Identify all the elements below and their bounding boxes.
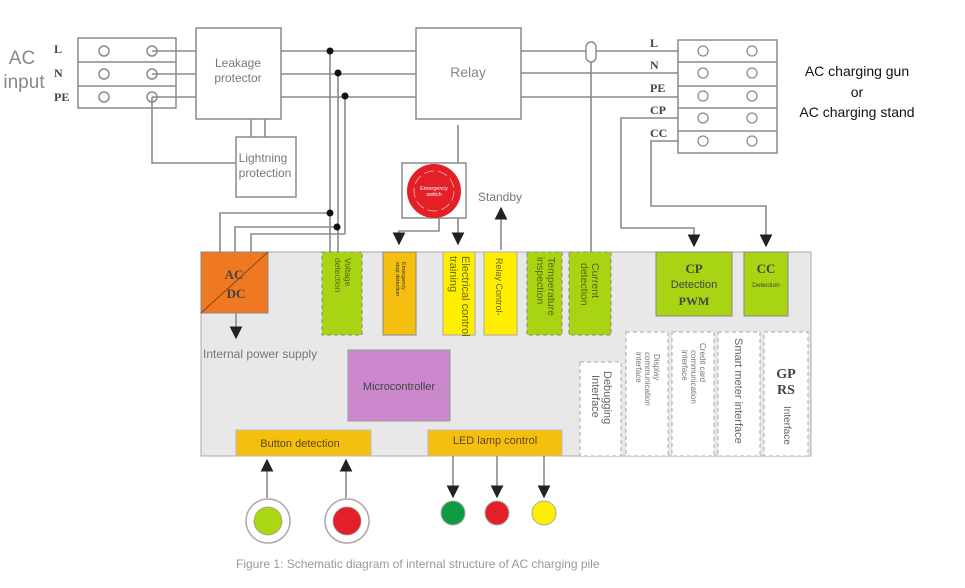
svg-text:Detection: Detection [671, 279, 717, 291]
electrical-control-training: Electrical control training [442, 251, 476, 337]
svg-text:communication: communication [689, 350, 698, 404]
green-led-icon [440, 500, 466, 526]
emergency-switch-icon [407, 164, 461, 218]
svg-text:AC: AC [9, 48, 35, 69]
temperature-inspection: Temperature inspection [526, 251, 563, 336]
svg-text:detection: detection [578, 263, 590, 306]
svg-text:training: training [447, 256, 459, 292]
microcontroller: Microcontroller [347, 349, 451, 422]
svg-text:RS: RS [777, 383, 795, 398]
ac-input-label: AC input [3, 48, 45, 93]
cp-detection-pwm: CP Detection PWM [655, 251, 733, 317]
svg-text:Lightning: Lightning [239, 151, 288, 165]
emergency-stop-detection: Emergency stop detection [382, 251, 417, 336]
relay-control: Relay Control- [483, 251, 518, 336]
ac-input-terminal-block [77, 37, 177, 109]
svg-text:GP: GP [776, 367, 796, 382]
svg-text:L: L [54, 42, 62, 56]
svg-text:Temperature: Temperature [545, 257, 557, 316]
svg-text:stop detection: stop detection [394, 262, 400, 296]
button-detection: Button detection [235, 429, 372, 457]
smart-meter-interface: Smart meter interface [717, 331, 761, 457]
svg-text:CC: CC [650, 126, 667, 140]
svg-text:Detection: Detection [752, 282, 780, 289]
svg-text:Current: Current [589, 263, 601, 298]
emergency-switch: Emergency switch [401, 162, 467, 219]
svg-text:CC: CC [757, 261, 776, 276]
gprs-interface: GP RS Interface [763, 331, 809, 457]
internal-power-supply-label: Internal power supply [203, 347, 317, 361]
svg-text:switch: switch [426, 192, 441, 198]
svg-text:Credit card: Credit card [698, 343, 707, 382]
svg-text:or: or [851, 84, 864, 100]
svg-text:communication: communication [643, 352, 652, 406]
svg-text:interface: interface [634, 352, 643, 383]
leakage-protector: Leakage protector [195, 27, 282, 120]
svg-text:Relay: Relay [450, 64, 486, 80]
voltage-detection: Voltage detection [321, 251, 363, 336]
svg-text:Microcontroller: Microcontroller [363, 381, 435, 393]
red-led-icon [484, 500, 510, 526]
svg-text:protector: protector [214, 71, 261, 85]
svg-text:AC charging gun: AC charging gun [805, 63, 909, 79]
green-button[interactable] [245, 498, 291, 544]
gun-terminal-labels: L N PE CP CC [650, 36, 667, 140]
svg-text:protection: protection [239, 166, 292, 180]
standby-label: Standby [478, 190, 522, 204]
svg-text:Interface: Interface [589, 375, 601, 418]
relay: Relay [415, 27, 522, 120]
acdc-converter: AC DC [200, 251, 269, 314]
svg-text:detection: detection [333, 258, 343, 293]
input-wires [151, 47, 416, 252]
svg-text:input: input [3, 72, 45, 93]
svg-text:AC: AC [225, 267, 244, 282]
debugging-interface: Debugging Interface [579, 361, 622, 457]
figure-caption: Figure 1: Schematic diagram of internal … [236, 557, 600, 571]
current-transformer-icon [585, 41, 597, 63]
svg-text:PWM: PWM [679, 294, 710, 308]
svg-text:Button detection: Button detection [260, 438, 340, 450]
svg-text:PE: PE [650, 81, 665, 95]
svg-text:Emergency: Emergency [420, 186, 448, 192]
yellow-led-icon [531, 500, 557, 526]
svg-text:N: N [54, 66, 63, 80]
display-communication-interface: Display communication interface [625, 331, 669, 457]
cc-detection: CC Detection [743, 251, 789, 317]
svg-text:Relay Control-: Relay Control- [494, 258, 504, 316]
svg-text:Voltage: Voltage [343, 258, 353, 287]
svg-text:Display: Display [652, 354, 661, 380]
credit-card-communication-interface: Credit card communication interface [671, 331, 715, 457]
red-button[interactable] [324, 498, 370, 544]
gun-label: AC charging gun or AC charging stand [799, 63, 914, 120]
svg-text:DC: DC [227, 286, 246, 301]
current-detection: Current detection [568, 251, 612, 336]
svg-text:CP: CP [650, 103, 666, 117]
svg-text:PE: PE [54, 90, 69, 104]
svg-text:Debugging: Debugging [601, 371, 613, 424]
svg-text:Interface: Interface [781, 406, 792, 445]
svg-text:N: N [650, 58, 659, 72]
svg-text:AC charging stand: AC charging stand [799, 104, 914, 120]
led-lamp-control: LED lamp control [427, 429, 563, 457]
svg-text:LED lamp control: LED lamp control [453, 435, 537, 447]
svg-text:interface: interface [680, 350, 689, 381]
ac-input-terminal-labels: L N PE [54, 42, 69, 104]
svg-text:Electrical control: Electrical control [459, 256, 471, 337]
lightning-protection: Lightning protection [235, 136, 297, 198]
svg-text:inspection: inspection [534, 257, 546, 304]
gun-terminal-block [677, 39, 778, 154]
svg-text:Leakage: Leakage [215, 56, 261, 70]
svg-text:CP: CP [685, 261, 702, 276]
svg-text:Smart meter interface: Smart meter interface [732, 338, 744, 444]
svg-text:Emergency: Emergency [400, 262, 406, 290]
svg-text:L: L [650, 36, 658, 50]
